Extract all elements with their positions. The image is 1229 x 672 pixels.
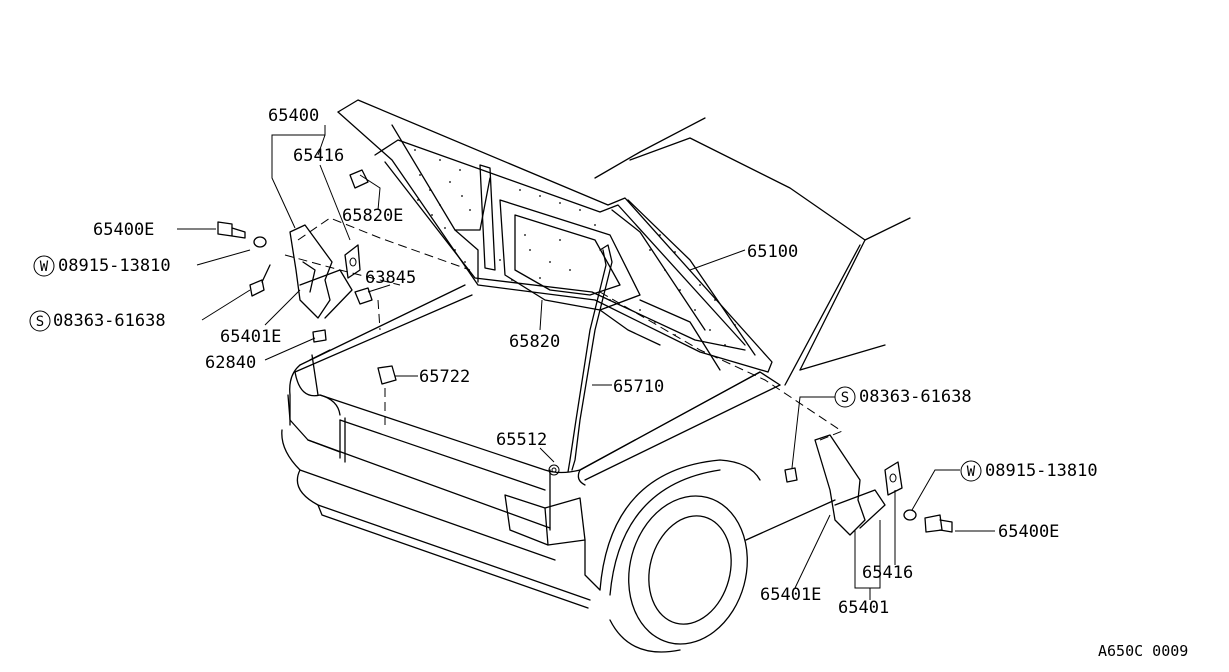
left-hinge-assembly xyxy=(217,169,397,385)
washer-symbol-left-letter: W xyxy=(40,259,49,275)
washer-symbol-right-icon xyxy=(960,460,982,482)
label-65710: 65710 xyxy=(613,377,664,397)
label-65400e-right: 65400E xyxy=(998,522,1059,542)
label-65416-left: 65416 xyxy=(293,146,344,166)
label-65820e: 65820E xyxy=(342,206,403,226)
label-08363-right: 08363-61638 xyxy=(859,387,972,407)
circled-prefixes: W S S W xyxy=(29,255,982,482)
screw-symbol-left-icon xyxy=(29,310,51,332)
washer-symbol-right-letter: W xyxy=(967,464,976,480)
hood-stay-rod xyxy=(548,244,613,476)
part-labels: 65400 65416 65820E 65400E 08915-13810 63… xyxy=(53,106,1098,618)
label-08915-left: 08915-13810 xyxy=(58,256,171,276)
label-65401e-left: 65401E xyxy=(220,327,281,347)
label-65400e-left: 65400E xyxy=(93,220,154,240)
label-65401e-right: 65401E xyxy=(760,585,821,605)
label-08363-left: 08363-61638 xyxy=(53,311,166,331)
label-65722: 65722 xyxy=(419,367,470,387)
right-hinge-assembly xyxy=(784,434,953,536)
label-65820: 65820 xyxy=(509,332,560,352)
label-65401: 65401 xyxy=(838,598,889,618)
label-62840: 62840 xyxy=(205,353,256,373)
label-65416-right: 65416 xyxy=(862,563,913,583)
screw-symbol-right-letter: S xyxy=(841,390,849,406)
label-63845: 63845 xyxy=(365,268,416,288)
leader-lines xyxy=(177,125,995,600)
screw-symbol-right-icon xyxy=(834,386,856,408)
screw-symbol-left-letter: S xyxy=(36,314,44,330)
windshield-outline xyxy=(594,117,911,386)
label-65400: 65400 xyxy=(268,106,319,126)
diagram-code: A650C 0009 xyxy=(1098,642,1188,660)
vehicle-body xyxy=(281,284,836,653)
label-08915-right: 08915-13810 xyxy=(985,461,1098,481)
label-65512: 65512 xyxy=(496,430,547,450)
label-65100: 65100 xyxy=(747,242,798,262)
washer-symbol-left-icon xyxy=(33,255,55,277)
